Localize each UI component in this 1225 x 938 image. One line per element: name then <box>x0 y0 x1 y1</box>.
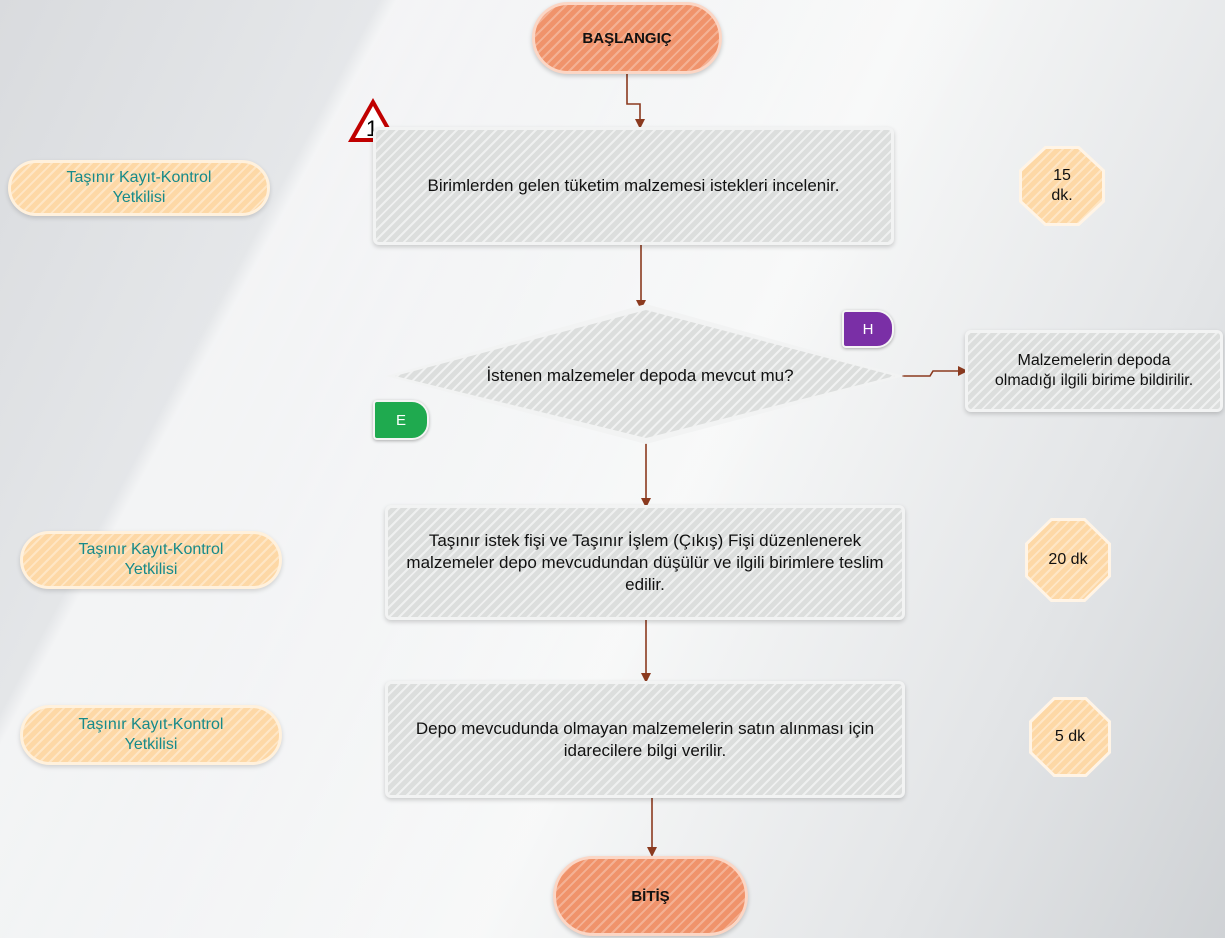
time-badge-step3: 5 dk <box>1029 697 1111 777</box>
start-terminal: BAŞLANGIÇ <box>532 2 722 74</box>
no-result-text: Malzemelerin depoda olmadığı ilgili biri… <box>994 352 1194 389</box>
connector-decision-no <box>902 366 968 377</box>
time-label: 15 dk. <box>1051 167 1073 204</box>
step-text: Taşınır istek fişi ve Taşınır İşlem (Çık… <box>406 530 884 594</box>
time-badge-step2: 20 dk <box>1025 518 1111 602</box>
role-badge-step3: Taşınır Kayıt-Kontrol Yetkilisi <box>20 705 282 765</box>
process-step-3: Depo mevcudunda olmayan malzemelerin sat… <box>385 681 905 798</box>
yes-label: E <box>395 411 406 429</box>
decision-yes-tag: E <box>373 400 429 440</box>
decision-diamond <box>395 310 895 438</box>
step-text: Depo mevcudunda olmayan malzemelerin sat… <box>415 718 875 760</box>
role-badge-step2: Taşınır Kayıt-Kontrol Yetkilisi <box>20 531 282 589</box>
role-label: Taşınır Kayıt-Kontrol Yetkilisi <box>78 541 224 578</box>
role-badge-step1: Taşınır Kayıt-Kontrol Yetkilisi <box>8 160 270 216</box>
process-step-2: Taşınır istek fişi ve Taşınır İşlem (Çık… <box>385 505 905 620</box>
decision-question: İstenen malzemeler depoda mevcut mu? <box>486 366 794 385</box>
no-label: H <box>862 320 874 338</box>
time-label: 20 dk <box>1048 551 1088 568</box>
connector-start-to-step1 <box>626 72 645 129</box>
time-label: 5 dk <box>1054 728 1086 745</box>
decision-no-result-box: Malzemelerin depoda olmadığı ilgili biri… <box>965 330 1223 412</box>
decision-no-tag: H <box>842 310 894 348</box>
role-label: Taşınır Kayıt-Kontrol Yetkilisi <box>78 716 224 753</box>
end-label: BİTİŞ <box>631 887 670 905</box>
step-text: Birimlerden gelen tüketim malzemesi iste… <box>427 176 840 195</box>
start-label: BAŞLANGIÇ <box>582 29 672 47</box>
end-terminal: BİTİŞ <box>553 856 748 936</box>
process-step-1: Birimlerden gelen tüketim malzemesi iste… <box>373 127 894 245</box>
role-label: Taşınır Kayıt-Kontrol Yetkilisi <box>66 169 212 206</box>
time-badge-step1: 15 dk. <box>1019 146 1105 226</box>
